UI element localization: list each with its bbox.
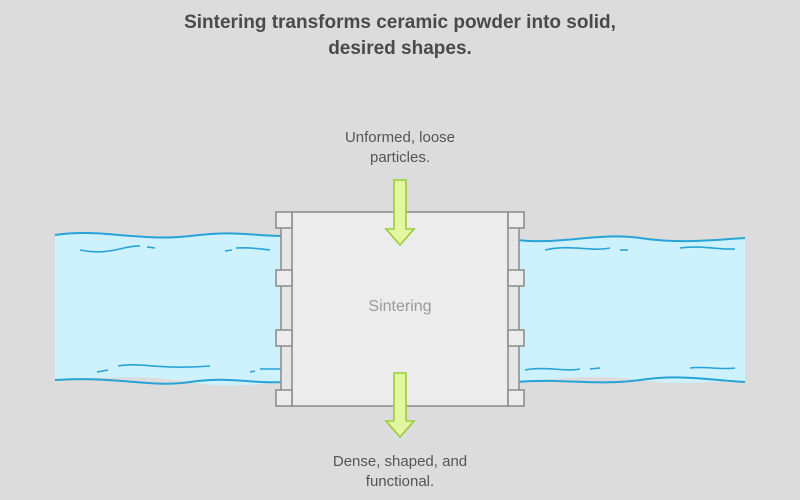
title-line-1: Sintering transforms ceramic powder into… [184, 12, 616, 33]
diagram-title: Sintering transforms ceramic powder into… [0, 10, 800, 62]
output-label-line-1: Dense, shaped, and [332, 453, 468, 470]
process-label: Sintering [368, 298, 432, 315]
input-arrow-icon [384, 179, 416, 247]
water-right [516, 235, 746, 384]
output-label: Dense, shaped, and functional. [290, 452, 510, 492]
input-label: Unformed, loose particles. [300, 128, 500, 168]
output-arrow-icon [384, 372, 416, 439]
water-left [54, 232, 284, 386]
title-line-2: desired shapes. [328, 38, 472, 59]
output-label-line-2: functional. [365, 473, 435, 490]
input-label-line-1: Unformed, loose [344, 129, 456, 146]
input-label-line-2: particles. [369, 149, 431, 166]
